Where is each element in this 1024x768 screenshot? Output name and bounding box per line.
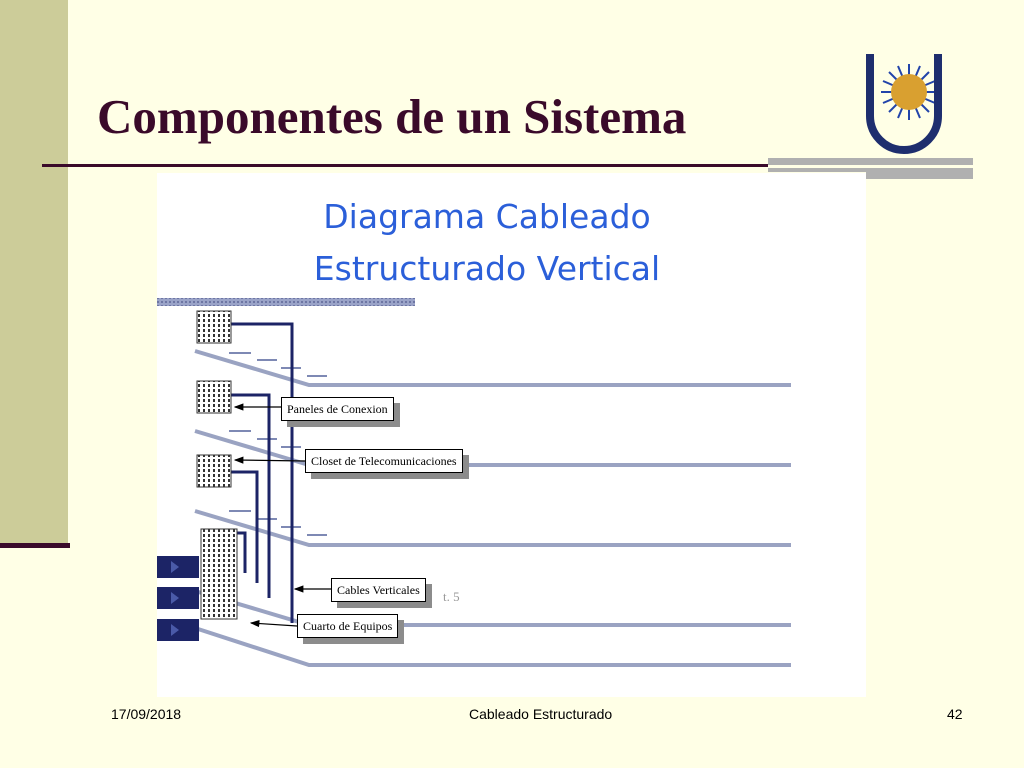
equipment-rack-icon	[157, 556, 199, 578]
ceiling-slab	[157, 298, 415, 306]
left-decor-line	[0, 543, 70, 548]
vertical-cable	[231, 393, 271, 598]
vertical-cable	[231, 470, 259, 583]
patch-panel-icon	[196, 454, 232, 488]
label-paneles-conexion: Paneles de Conexion	[281, 397, 394, 421]
header-decor-bar	[768, 168, 973, 172]
faint-text: t. 5	[443, 589, 460, 604]
diagram-title-line1: Diagrama Cableado	[323, 197, 651, 236]
header-decor-bar	[866, 172, 973, 179]
equipment-rack-icon	[157, 587, 199, 609]
floor-slab	[194, 589, 791, 627]
equipment-rack-icon	[157, 619, 199, 641]
header-decor-bar	[768, 158, 973, 165]
page-number: 42	[947, 706, 963, 722]
left-decor-band	[0, 0, 68, 546]
floor-slab	[194, 509, 791, 547]
callout-arrow	[249, 619, 298, 628]
floor-slab	[194, 626, 791, 667]
diagram-panel: Diagrama Cableado Estructurado Vertical …	[157, 173, 866, 697]
diagram-title-line2: Estructurado Vertical	[313, 249, 661, 288]
vertical-cable	[231, 322, 294, 623]
patch-panel-icon	[196, 380, 232, 414]
callout-arrow	[233, 456, 306, 464]
slide-title: Componentes de un Sistema	[97, 89, 687, 144]
title-underline	[42, 164, 768, 167]
patch-panel-icon	[196, 310, 232, 344]
vertical-cable	[237, 531, 247, 573]
label-cuarto-equipos: Cuarto de Equipos	[297, 614, 399, 638]
footer-date: 17/09/2018	[111, 706, 182, 722]
label-closet-telecomunicaciones: Closet de Telecomunicaciones	[305, 449, 463, 473]
floor-slab	[194, 349, 791, 387]
label-cables-verticales: Cables Verticales	[331, 578, 426, 602]
patch-panel-icon	[200, 528, 238, 620]
university-logo-icon	[866, 54, 942, 154]
footer-title: Cableado Estructurado	[469, 706, 613, 722]
